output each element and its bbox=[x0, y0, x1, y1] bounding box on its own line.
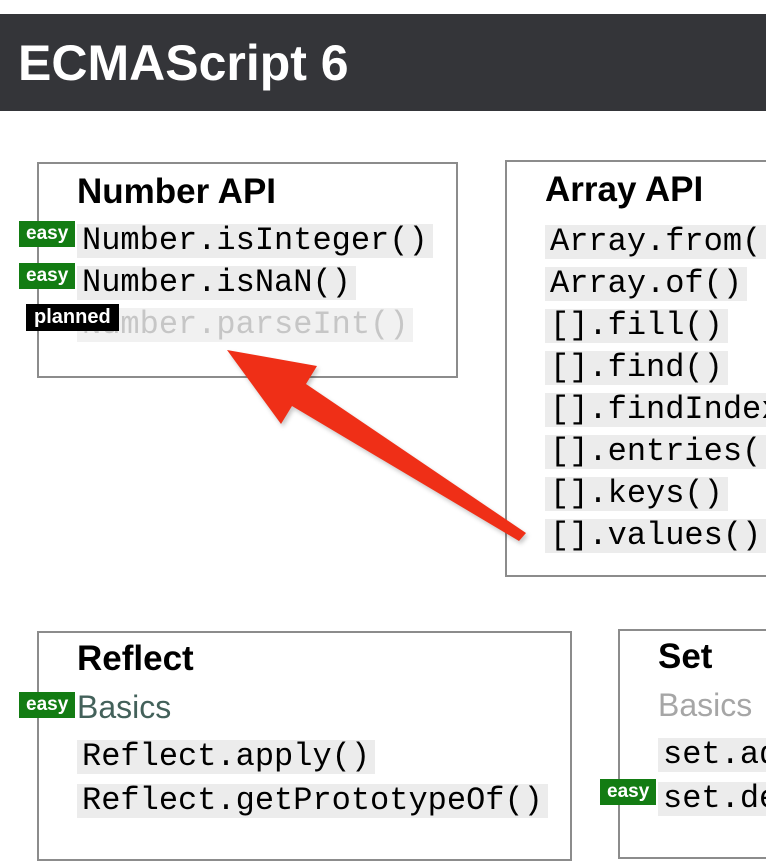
feature-row: [].findIndex() bbox=[545, 393, 766, 427]
feature-row: easy Number.isInteger() bbox=[19, 221, 456, 258]
feature-row: set.add() bbox=[658, 738, 766, 772]
panel-reflect: Reflect easy Basics Reflect.apply() Refl… bbox=[19, 631, 572, 861]
feature-row: easy set.delete() bbox=[600, 779, 766, 816]
feature-row: [].values() bbox=[545, 519, 766, 553]
section-basics: easy Basics bbox=[19, 689, 570, 726]
feature-row: [].entries() bbox=[545, 435, 766, 469]
feature-row: [].find() bbox=[545, 351, 766, 385]
feature-row: Array.of() bbox=[545, 267, 766, 301]
code-chip: [].entries() bbox=[545, 435, 766, 469]
code-chip: set.add() bbox=[658, 738, 766, 772]
planned-badge: planned bbox=[26, 304, 119, 331]
feature-row: Array.from() bbox=[545, 225, 766, 259]
code-chip: Reflect.getPrototypeOf() bbox=[77, 784, 548, 818]
code-chip: set.delete() bbox=[658, 782, 766, 816]
easy-badge: easy bbox=[19, 692, 76, 718]
feature-row-planned: planned Number.parseInt() bbox=[26, 304, 456, 342]
panel-set-title: Set bbox=[658, 637, 713, 676]
code-chip: [].values() bbox=[545, 519, 766, 553]
feature-row: [].keys() bbox=[545, 477, 766, 511]
code-chip: Reflect.apply() bbox=[77, 740, 376, 774]
code-chip: Number.isNaN() bbox=[77, 266, 356, 300]
code-chip: Number.parseInt() bbox=[77, 308, 414, 342]
panel-array-api: Array API Array.from() Array.of() [].fil… bbox=[505, 160, 766, 577]
red-arrow-shape bbox=[227, 350, 526, 541]
page-title: ECMAScript 6 bbox=[18, 34, 349, 91]
feature-row: easy Number.isNaN() bbox=[19, 263, 456, 300]
feature-row: [].fill() bbox=[545, 309, 766, 343]
feature-row: Reflect.apply() bbox=[77, 740, 570, 774]
page-header: ECMAScript 6 bbox=[0, 14, 766, 111]
code-chip: Array.of() bbox=[545, 267, 748, 301]
code-chip: [].fill() bbox=[545, 309, 728, 343]
section-basics: Basics bbox=[658, 687, 766, 724]
panel-array-api-title: Array API bbox=[545, 170, 704, 209]
code-chip: Array.from() bbox=[545, 225, 766, 259]
section-basics-label: Basics bbox=[658, 687, 753, 723]
code-chip: [].find() bbox=[545, 351, 728, 385]
section-basics-label: Basics bbox=[77, 689, 172, 725]
panel-number-api: Number API easy Number.isInteger() easy … bbox=[19, 162, 458, 378]
code-chip: Number.isInteger() bbox=[77, 224, 433, 258]
es6-overview-page: { "header": { "title": "ECMAScript 6" },… bbox=[0, 14, 766, 861]
easy-badge: easy bbox=[19, 221, 76, 247]
code-chip: [].findIndex() bbox=[545, 393, 766, 427]
feature-row: Reflect.getPrototypeOf() bbox=[77, 784, 570, 818]
panel-number-api-title: Number API bbox=[77, 172, 277, 211]
panel-reflect-title: Reflect bbox=[77, 639, 194, 678]
panel-set: Set Basics set.add() easy set.delete() bbox=[600, 629, 766, 859]
easy-badge: easy bbox=[600, 779, 657, 805]
easy-badge: easy bbox=[19, 263, 76, 289]
code-chip: [].keys() bbox=[545, 477, 728, 511]
